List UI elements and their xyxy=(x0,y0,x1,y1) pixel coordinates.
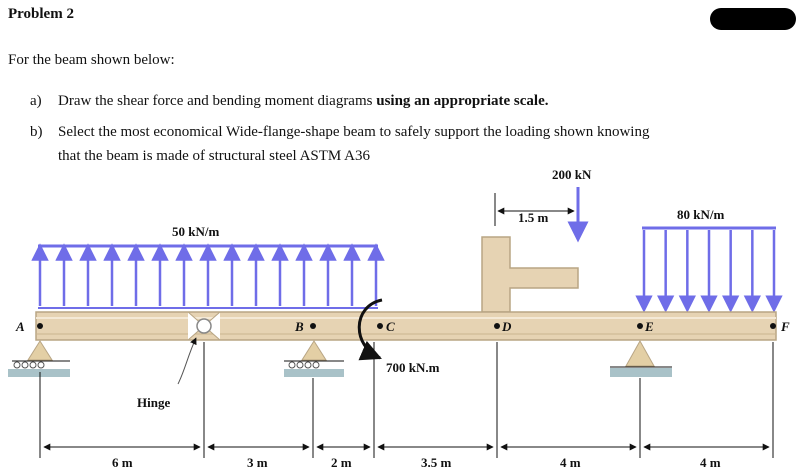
bracket xyxy=(481,236,579,313)
label-point-load: 200 kN xyxy=(552,167,592,182)
hinge xyxy=(187,311,221,341)
label-point-a: A xyxy=(15,319,25,334)
label-offset: 1.5 m xyxy=(518,210,549,225)
hinge-pointer xyxy=(177,337,197,385)
label-moment: 700 kN.m xyxy=(386,360,440,375)
task-b-marker: b) xyxy=(30,124,43,140)
moment-arrow xyxy=(357,298,383,361)
task-b: b) Select the most economical Wide-flange… xyxy=(30,124,649,141)
pin-support-e xyxy=(610,339,672,377)
label-point-d: D xyxy=(501,319,512,334)
label-point-e: E xyxy=(644,319,654,334)
dim-label-4m-ef: 4 m xyxy=(700,455,721,470)
dim-label-6m: 6 m xyxy=(112,455,133,470)
offset-dimension xyxy=(494,193,575,226)
redaction-mark xyxy=(710,8,796,30)
label-dist-load-left: 50 kN/m xyxy=(172,224,219,239)
distributed-load-left xyxy=(31,243,385,309)
task-b-text: Select the most economical Wide-flange-s… xyxy=(58,124,650,140)
dim-label-3-5m: 3.5 m xyxy=(421,455,452,470)
roller-support-b xyxy=(284,340,344,377)
task-a-marker: a) xyxy=(30,93,42,109)
task-a-bold: using an appropriate scale. xyxy=(376,93,549,109)
task-a: a) Draw the shear force and bending momen… xyxy=(30,93,548,110)
dim-label-3m: 3 m xyxy=(247,455,268,470)
point-markers xyxy=(37,323,776,329)
label-hinge: Hinge xyxy=(137,395,170,410)
dim-label-4m-de: 4 m xyxy=(560,455,581,470)
intro-text: For the beam shown below: xyxy=(8,52,175,68)
roller-support-a xyxy=(8,340,70,377)
label-point-b: B xyxy=(294,319,304,334)
task-b-line2: that the beam is made of structural stee… xyxy=(58,148,371,164)
problem-title: Problem 2 xyxy=(8,6,74,22)
label-point-c: C xyxy=(386,319,395,334)
label-dist-load-right: 80 kN/m xyxy=(677,207,724,222)
dim-label-2m: 2 m xyxy=(331,455,352,470)
beam xyxy=(35,311,777,341)
distributed-load-right xyxy=(635,226,783,313)
task-a-text: Draw the shear force and bending moment … xyxy=(58,93,377,109)
dimension-extension-lines xyxy=(39,342,774,458)
label-point-f: F xyxy=(780,319,790,334)
